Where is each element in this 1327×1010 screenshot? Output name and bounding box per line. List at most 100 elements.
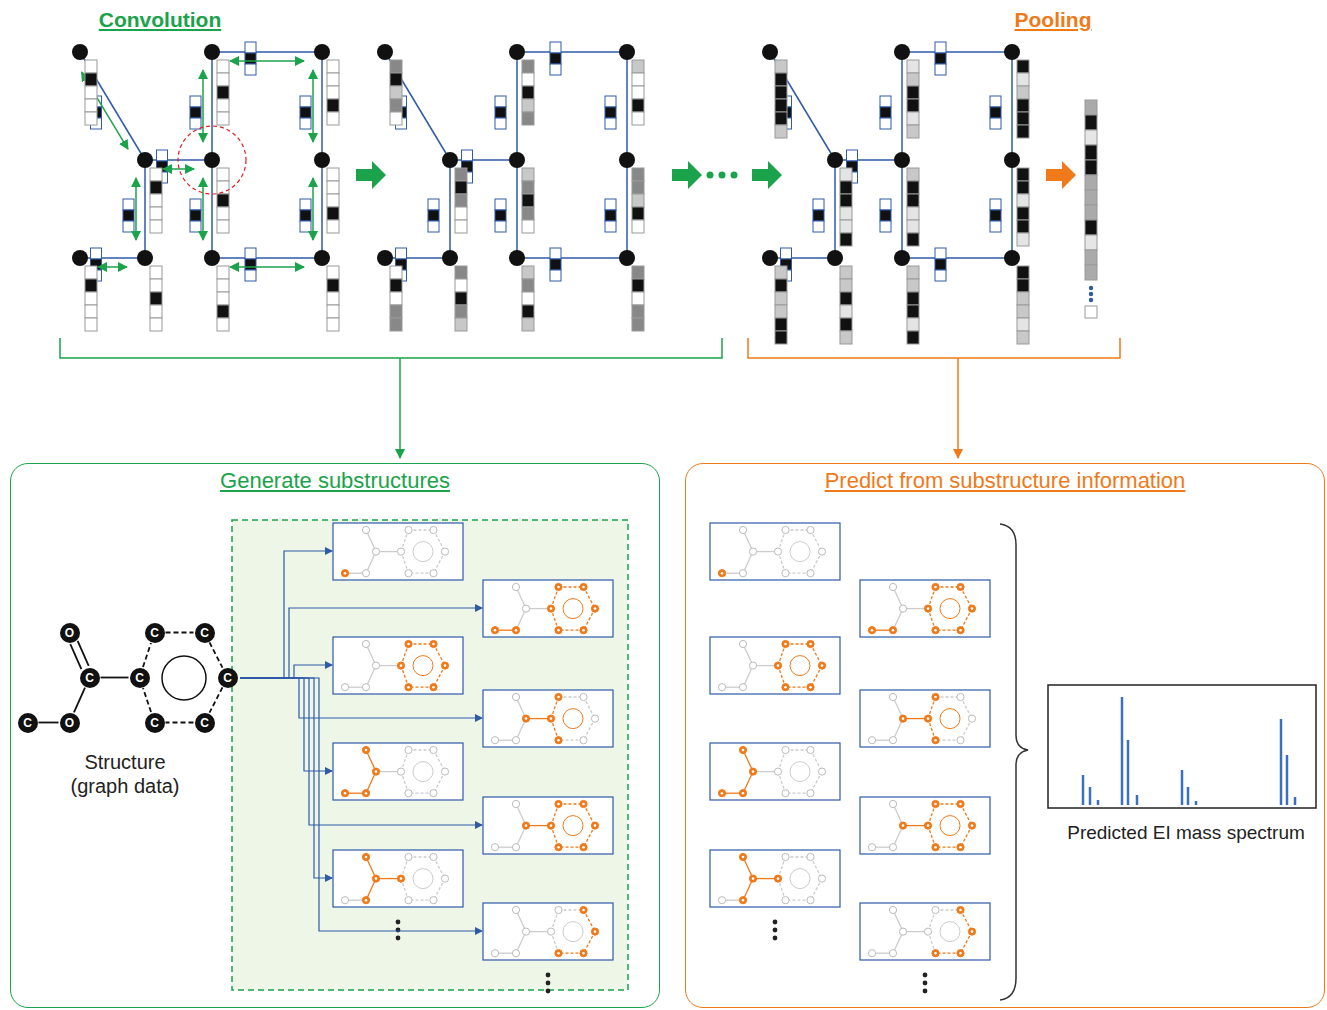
thumbnail-atom: [362, 570, 369, 577]
atom: C: [218, 668, 238, 688]
thumbnail-atom: [580, 844, 587, 851]
ellipsis-dot: [731, 172, 738, 179]
bond-line: [210, 642, 223, 667]
node-feature-cell: [1017, 220, 1029, 233]
node-feature-cell: [327, 279, 339, 292]
thumbnail-atom: [774, 768, 781, 775]
thumbnail-atom: [341, 790, 348, 797]
node-feature-cell: [840, 318, 852, 331]
thumbnail-atom-core: [821, 877, 824, 880]
thumbnail-atom: [782, 684, 789, 691]
node-feature-cell: [840, 331, 852, 344]
thumbnail-atom: [430, 897, 437, 904]
thumbnail-atom-core: [721, 686, 724, 689]
node-feature-cell: [85, 86, 97, 99]
thumbnail-atom-core: [557, 952, 560, 955]
fanout-arrow: [240, 678, 482, 931]
node-feature-cell: [1017, 168, 1029, 181]
edge-feature-cell: [190, 96, 201, 107]
thumbnail-atom: [889, 906, 896, 913]
atom: C: [80, 668, 100, 688]
atom-symbol: C: [150, 627, 159, 639]
thumbnail-atom-core: [594, 930, 597, 933]
thumbnail-atom: [774, 548, 781, 555]
thumbnail-atom-core: [525, 607, 528, 610]
atom-symbol: C: [135, 672, 144, 684]
ellipsis-dot: [1089, 298, 1093, 302]
thumbnail-atom: [924, 928, 931, 935]
edge-feature-cell: [880, 118, 891, 129]
edge-feature-cell: [605, 199, 616, 210]
thumbnail-atom: [405, 853, 412, 860]
node-feature-cell: [327, 266, 339, 279]
thumbnail-atom-core: [400, 550, 403, 553]
thumbnail-atom: [362, 640, 369, 647]
thumbnail-atom-core: [515, 739, 518, 742]
thumbnail-atom: [441, 768, 448, 775]
node-feature-cell: [85, 73, 97, 86]
thumbnail-atom-core: [344, 899, 347, 902]
fanout-arrow: [240, 678, 482, 825]
atom-symbol: C: [223, 672, 232, 684]
ellipsis-dot: [923, 973, 928, 978]
fanout-arrow: [240, 608, 482, 678]
thumbnail-atom: [580, 950, 587, 957]
edge-feature-cell: [550, 64, 561, 75]
node-feature-cell: [907, 125, 919, 138]
thumbnail-atom: [362, 790, 369, 797]
substructure-thumbnail: [333, 743, 463, 800]
node-feature-cell: [150, 181, 162, 194]
edge-feature-cell: [428, 199, 439, 210]
thumbnail-atom-core: [432, 749, 435, 752]
node-feature-cell: [150, 220, 162, 233]
graph-copy: [72, 42, 339, 331]
node-feature-cell: [522, 60, 534, 73]
thumbnail-atom: [924, 822, 931, 829]
graph-node: [827, 250, 843, 266]
edge-feature-cell: [300, 221, 311, 232]
message-arrow: [98, 266, 127, 268]
thumbnail-atom-core: [784, 686, 787, 689]
edge-feature-cell: [935, 270, 946, 281]
thumbnail-atom-core: [742, 749, 745, 752]
ellipsis-dot: [1089, 286, 1093, 290]
node-feature-cell: [217, 207, 229, 220]
thumbnail-atom: [932, 800, 939, 807]
focus-circle: [178, 126, 246, 194]
thumbnail-atom: [889, 627, 896, 634]
node-feature-cell: [907, 318, 919, 331]
thumbnail-atom: [932, 583, 939, 590]
thumbnail-atom: [522, 822, 529, 829]
thumbnail-atom-core: [892, 696, 895, 699]
ring-circle: [790, 542, 810, 562]
ellipsis-dot: [719, 172, 726, 179]
graph-edge: [901, 160, 903, 258]
node-feature-cell: [217, 305, 229, 318]
node-feature-cell: [522, 279, 534, 292]
thumbnail-atom-core: [557, 696, 560, 699]
node-feature-cell: [775, 86, 787, 99]
thumbnail-atom-core: [777, 877, 780, 880]
thumbnail-atom: [889, 950, 896, 957]
edge-feature-cell: [935, 64, 946, 75]
thumbnail-atom: [957, 627, 964, 634]
graph-node: [894, 250, 910, 266]
thumbnail-atom-core: [742, 856, 745, 859]
thumbnail-atom: [807, 897, 814, 904]
graph-node: [619, 44, 635, 60]
substructure-thumbnail: [483, 580, 613, 637]
graph-node: [72, 44, 88, 60]
thumbnail-atom-core: [784, 749, 787, 752]
spectrum-peak: [1286, 755, 1289, 805]
thumbnail-atom: [957, 950, 964, 957]
bond-line: [101, 677, 129, 679]
node-feature-cell: [150, 266, 162, 279]
thumbnail-atom: [441, 875, 448, 882]
node-feature-cell: [907, 112, 919, 125]
node-feature-cell: [775, 60, 787, 73]
structure-caption: Structure (graph data): [60, 750, 190, 798]
thumbnail-atom: [512, 693, 519, 700]
graph-edge: [212, 51, 322, 53]
graph-edge: [1011, 160, 1013, 258]
node-feature-cell: [907, 220, 919, 233]
